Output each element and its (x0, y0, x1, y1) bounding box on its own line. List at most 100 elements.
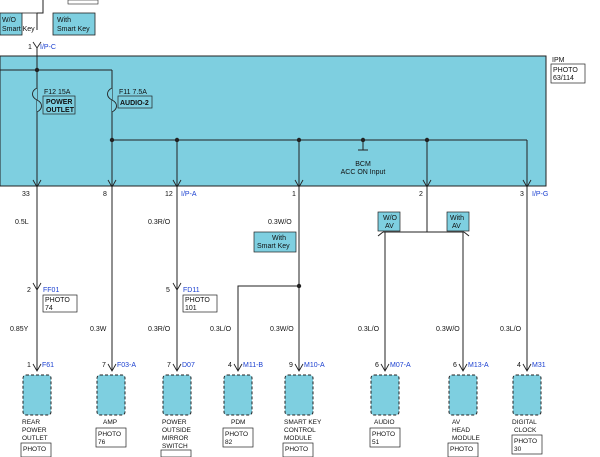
conn-pin-8: 8 (103, 191, 107, 198)
bcm-label-line2: ACC ON Input (341, 169, 386, 176)
fd11-photo-line1: PHOTO (185, 297, 210, 304)
variant-label-with-smart-key-line2: Smart Key (57, 26, 90, 33)
variant-label-wo-smart-key-line1: W/O (2, 17, 17, 24)
component-photo-line2: 82 (225, 439, 233, 446)
variant-label-with-smart-key-line1: With (57, 17, 71, 24)
variant-label-wo-smart-key-line2: Smart Key (2, 26, 35, 33)
component-name-line1: SMART KEY (284, 419, 322, 426)
component-photo-box (222, 427, 254, 448)
component-name-line2: HEAD (452, 427, 470, 434)
component-pin: 6 (453, 362, 457, 369)
variant-wo-av-line1: W/O (383, 215, 398, 222)
component-arrow (458, 363, 468, 372)
component-body (223, 374, 253, 416)
fuse-f11-rating: F11 7.5A (119, 89, 147, 96)
variant-box-wo-smart-key (0, 12, 23, 36)
component-name-line1: POWER (162, 419, 187, 426)
component-photo-line1: PHOTO (285, 446, 308, 453)
component-pin: 7 (167, 362, 171, 369)
pdm-branch-junction (296, 283, 302, 289)
wire-spec-05l: 0.5L (15, 219, 29, 226)
ipm-name: IPM (552, 57, 565, 64)
component-photo-line2: 30 (514, 446, 522, 453)
component-photo-line1: PHOTO (450, 446, 473, 453)
component-pdm: 4 M11-B PDM PHOTO 82 (222, 362, 263, 448)
variant-box-wo-av (377, 211, 401, 232)
conn-pin-1: 1 (292, 191, 296, 198)
conn-pin-33: 33 (22, 191, 30, 198)
wire-spec-03wo-smart-key: 0.3W/O (270, 326, 294, 333)
component-photo-line1: PHOTO (23, 446, 46, 453)
component-photo-line2: 76 (98, 439, 106, 446)
component-body (448, 374, 478, 416)
component-arrow (522, 363, 532, 372)
component-amp: 7 F03-A AMP PHOTO 76 (95, 362, 136, 448)
fuse-f12-name-line1: POWER (46, 99, 72, 106)
component-pin: 4 (228, 362, 232, 369)
component-connector: D07 (182, 362, 195, 369)
component-arrow (380, 363, 390, 372)
av-split-ends (377, 231, 470, 237)
component-photo-box (511, 434, 543, 455)
wire-spec-03wo-upper: 0.3W/O (268, 219, 292, 226)
component-body (370, 374, 400, 416)
component-photo-box (20, 442, 52, 457)
component-name-line3: MIRROR (162, 435, 189, 442)
component-digital-clock: 4 M31 DIGITAL CLOCK PHOTO 30 (511, 362, 546, 455)
ff01-pin: 2 (27, 287, 31, 294)
component-name-line2: CLOCK (514, 427, 537, 434)
fuse-f11-label-box (117, 95, 153, 109)
component-rear-power-outlet: 1 F61 REAR POWER OUTLET PHOTO (20, 362, 54, 457)
component-body (512, 374, 542, 416)
ipm-photo-box (550, 63, 586, 84)
component-name-line1: AV (452, 419, 461, 426)
variant-box-with-smart-key (52, 12, 96, 36)
component-connector: M31 (532, 362, 546, 369)
ipm-module (0, 55, 547, 187)
component-name-line1: AMP (103, 419, 117, 426)
fuse-f12-symbol (32, 87, 42, 113)
fuse-f12-label-box (42, 95, 76, 115)
wire-spec-03ro-lower: 0.3R/O (148, 326, 171, 333)
component-photo-line1: PHOTO (514, 438, 537, 445)
ff01-photo-line2: 74 (45, 305, 53, 312)
ff01-photo-line1: PHOTO (45, 297, 70, 304)
fd11-photo-box (182, 294, 218, 313)
top-feed-wire (36, 0, 44, 30)
component-body (162, 374, 192, 416)
smart-key-variant-line1: With (272, 235, 286, 242)
component-photo-box (160, 449, 192, 457)
fd11-photo-line2: 101 (185, 305, 197, 312)
component-pin: 1 (27, 362, 31, 369)
component-photo-box (282, 442, 314, 457)
component-photo-line1: PHOTO (372, 431, 395, 438)
fd11-pin: 5 (166, 287, 170, 294)
smart-key-variant-line2: Smart Key (257, 243, 290, 250)
component-photo-line1: PHOTO (225, 431, 248, 438)
bcm-label-line1: BCM (355, 161, 371, 168)
component-arrow (233, 363, 243, 372)
component-body (96, 374, 126, 416)
component-photo-box (95, 427, 127, 448)
component-connector: M07-A (390, 362, 411, 369)
ff01-photo-box (42, 294, 78, 313)
conn-pin-12: 12 (165, 191, 173, 198)
wire-spec-03ro-upper: 0.3R/O (148, 219, 171, 226)
ipm-connector-pin: 1 (28, 44, 32, 51)
component-photo-box (369, 427, 401, 448)
wire-spec-03lo-audio: 0.3L/O (358, 326, 380, 333)
component-name-line2: CONTROL (284, 427, 316, 434)
wire-pdm-branch (237, 285, 299, 370)
component-name-line2: OUTSIDE (162, 427, 192, 434)
fuse-f12-rating: F12 15A (44, 89, 71, 96)
component-name-line3: MODULE (452, 435, 480, 442)
wire-spec-085y: 0.85Y (10, 326, 29, 333)
variant-box-smart-key (253, 231, 297, 253)
component-name-line3: MODULE (284, 435, 312, 442)
fd11-arrow (172, 282, 182, 291)
component-name-line3: OUTLET (22, 435, 48, 442)
fuse-f11-name-line1: AUDIO-2 (120, 100, 149, 107)
component-arrow (172, 363, 182, 372)
